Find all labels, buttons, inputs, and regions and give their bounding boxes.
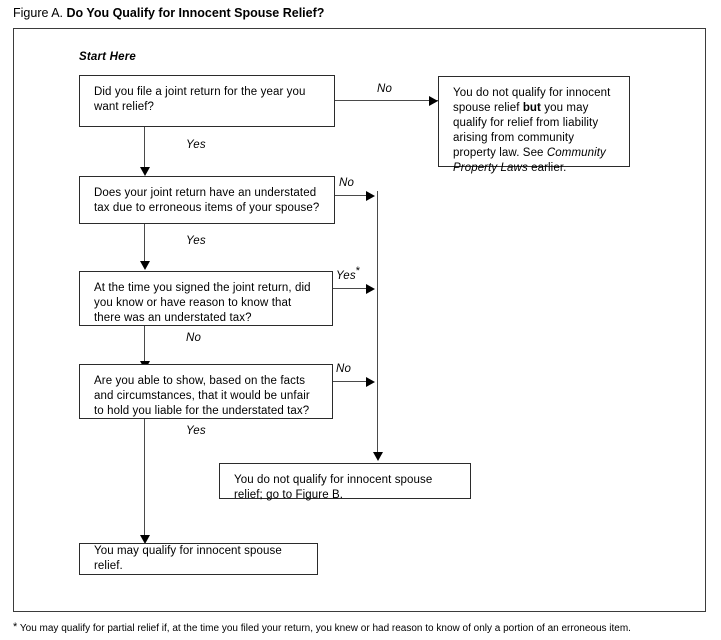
- decision-box-unfair-to-hold: Are you able to show, based on the facts…: [79, 364, 333, 419]
- arrowhead-joint-return-yes: [140, 167, 150, 176]
- connector-trunk-to-no-qualify: [377, 191, 378, 453]
- footnote-text: You may qualify for partial relief if, a…: [17, 623, 631, 634]
- connector-joint-return-yes: [144, 127, 145, 168]
- edge-label-knew-yes-star: *: [355, 265, 361, 278]
- outcome-box-community-property: You do not qualify for innocent spouse r…: [438, 76, 630, 174]
- arrowhead-trunk-to-no-qualify: [373, 452, 383, 461]
- footnote-star: *: [13, 621, 18, 633]
- edge-label-joint-return-yes: Yes: [186, 139, 206, 151]
- edge-label-knew-no: No: [186, 332, 202, 344]
- arrowhead-joint-return-no: [429, 96, 438, 106]
- connector-unfair-yes: [144, 419, 145, 537]
- figure-headline: Do You Qualify for Innocent Spouse Relie…: [66, 6, 325, 20]
- page-title: Figure A. Do You Qualify for Innocent Sp…: [13, 5, 324, 21]
- community-text-part3: earlier.: [527, 162, 567, 174]
- connector-joint-return-no: [335, 100, 439, 101]
- outcome-box-no-qualify-figure-b-text: You do not qualify for innocent spouse r…: [234, 474, 433, 501]
- edge-label-knew-yes-text: Yes: [336, 270, 356, 282]
- connector-knew-yes: [333, 288, 371, 289]
- decision-box-knew-of-tax-text: At the time you signed the joint return,…: [94, 282, 311, 324]
- edge-label-joint-return-no: No: [377, 83, 393, 95]
- connector-knew-no: [144, 326, 145, 362]
- community-text-bold: but: [522, 102, 541, 114]
- figure-label: Figure A.: [13, 6, 64, 20]
- decision-box-understated-tax: Does your joint return have an understat…: [79, 176, 335, 224]
- arrowhead-knew-yes: [366, 284, 375, 294]
- edge-label-unfair-no: No: [336, 363, 352, 375]
- connector-understated-yes: [144, 224, 145, 262]
- arrowhead-unfair-yes: [140, 535, 150, 544]
- decision-box-joint-return-text: Did you file a joint return for the year…: [94, 86, 306, 113]
- flowchart-frame: Start Here Did you file a joint return f…: [13, 28, 706, 612]
- decision-box-knew-of-tax: At the time you signed the joint return,…: [79, 271, 333, 326]
- outcome-box-may-qualify-text: You may qualify for innocent spouse reli…: [94, 545, 282, 572]
- start-here-label: Start Here: [79, 51, 136, 63]
- edge-label-knew-yes: Yes*: [336, 266, 360, 282]
- outcome-box-no-qualify-figure-b: You do not qualify for innocent spouse r…: [219, 463, 471, 501]
- community-text-part1: You do not qualify for innocent spouse r…: [453, 87, 611, 114]
- decision-box-understated-tax-text: Does your joint return have an understat…: [94, 187, 320, 214]
- community-text-part2: you may qualify for relief from liabilit…: [453, 102, 599, 159]
- decision-box-joint-return: Did you file a joint return for the year…: [79, 75, 335, 127]
- outcome-box-may-qualify: You may qualify for innocent spouse reli…: [79, 543, 318, 575]
- edge-label-understated-yes: Yes: [186, 235, 206, 247]
- footnote: * You may qualify for partial relief if,…: [13, 622, 713, 635]
- edge-label-unfair-yes: Yes: [186, 425, 206, 437]
- connector-unfair-no: [333, 381, 371, 382]
- edge-label-understated-no: No: [339, 177, 355, 189]
- community-text-italic: Community Property Laws: [453, 147, 606, 174]
- connector-understated-no: [335, 195, 371, 196]
- outcome-box-community-property-text: You do not qualify for innocent spouse r…: [453, 87, 610, 174]
- decision-box-unfair-to-hold-text: Are you able to show, based on the facts…: [94, 375, 310, 417]
- arrowhead-unfair-no: [366, 377, 375, 387]
- arrowhead-understated-no: [366, 191, 375, 201]
- arrowhead-understated-yes: [140, 261, 150, 270]
